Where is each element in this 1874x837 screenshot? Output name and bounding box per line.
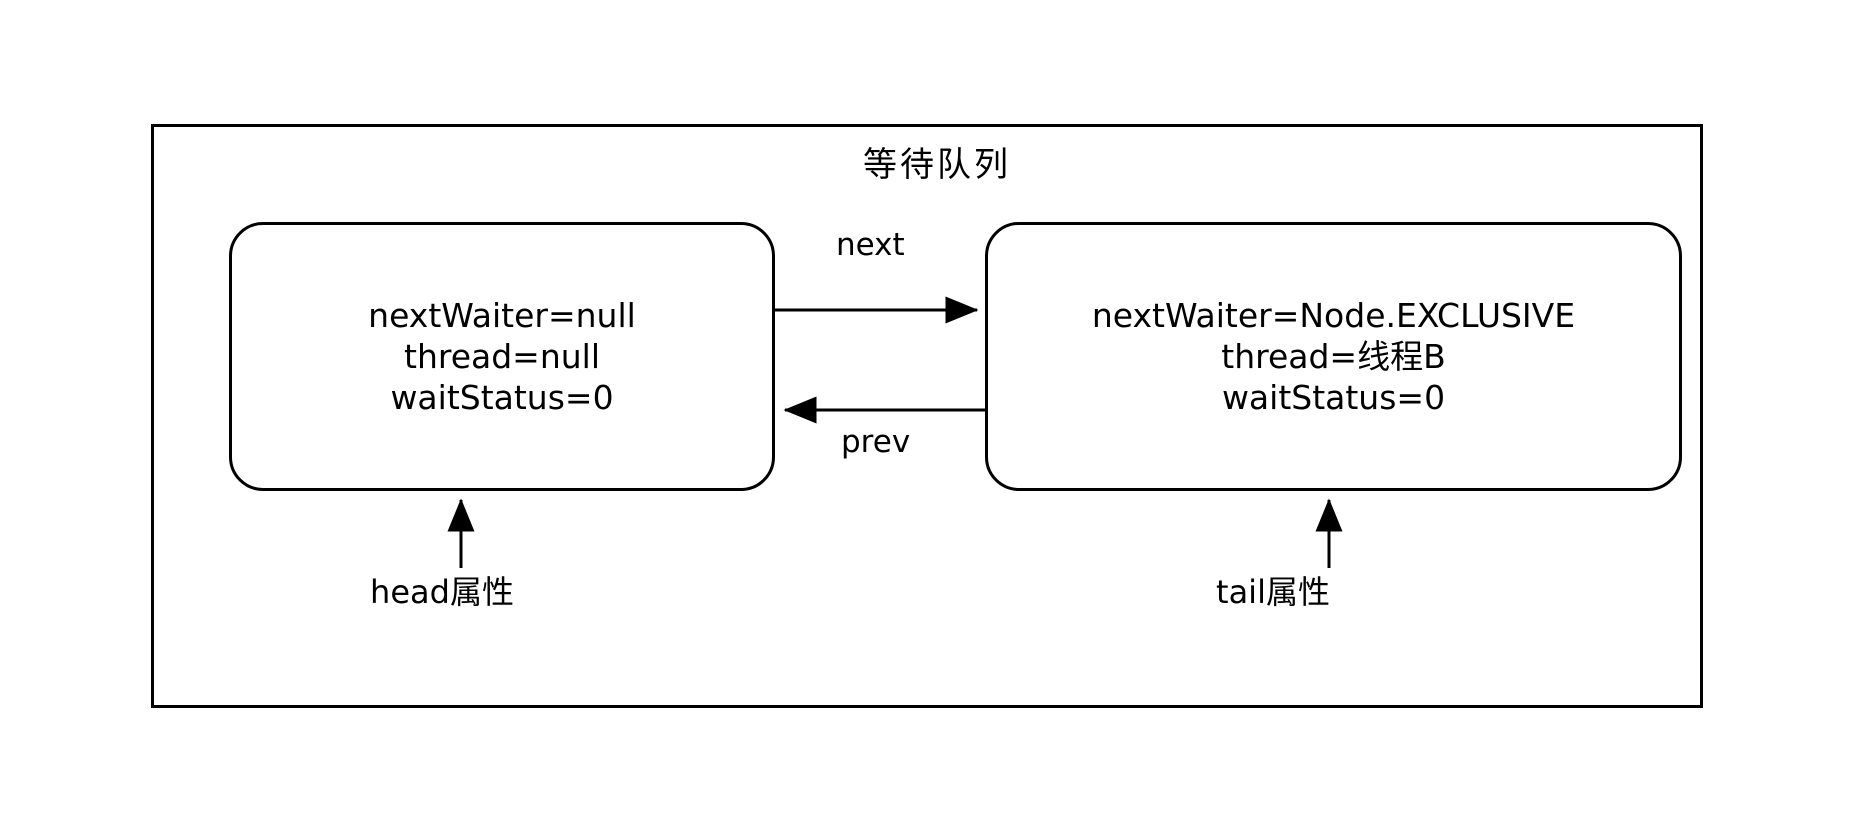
tail-node-line-next-waiter: nextWaiter=Node.EXCLUSIVE	[1091, 296, 1576, 335]
tail-node-line-thread: thread=线程B	[1221, 337, 1446, 376]
head-node-line-thread: thread=null	[404, 337, 600, 376]
head-node-box: nextWaiter=null thread=null waitStatus=0	[229, 222, 775, 491]
next-edge-label: next	[836, 227, 905, 263]
head-node-line-wait-status: waitStatus=0	[390, 378, 614, 417]
waiting-queue-container	[151, 124, 1703, 708]
page-title: 等待队列	[863, 145, 1011, 185]
tail-node-line-wait-status: waitStatus=0	[1221, 378, 1446, 417]
head-attribute-label: head属性	[370, 573, 514, 611]
prev-edge-label: prev	[841, 424, 911, 460]
tail-attribute-label: tail属性	[1216, 573, 1330, 611]
head-node-line-next-waiter: nextWaiter=null	[368, 296, 636, 335]
tail-node-box: nextWaiter=Node.EXCLUSIVE thread=线程B wai…	[985, 222, 1682, 491]
